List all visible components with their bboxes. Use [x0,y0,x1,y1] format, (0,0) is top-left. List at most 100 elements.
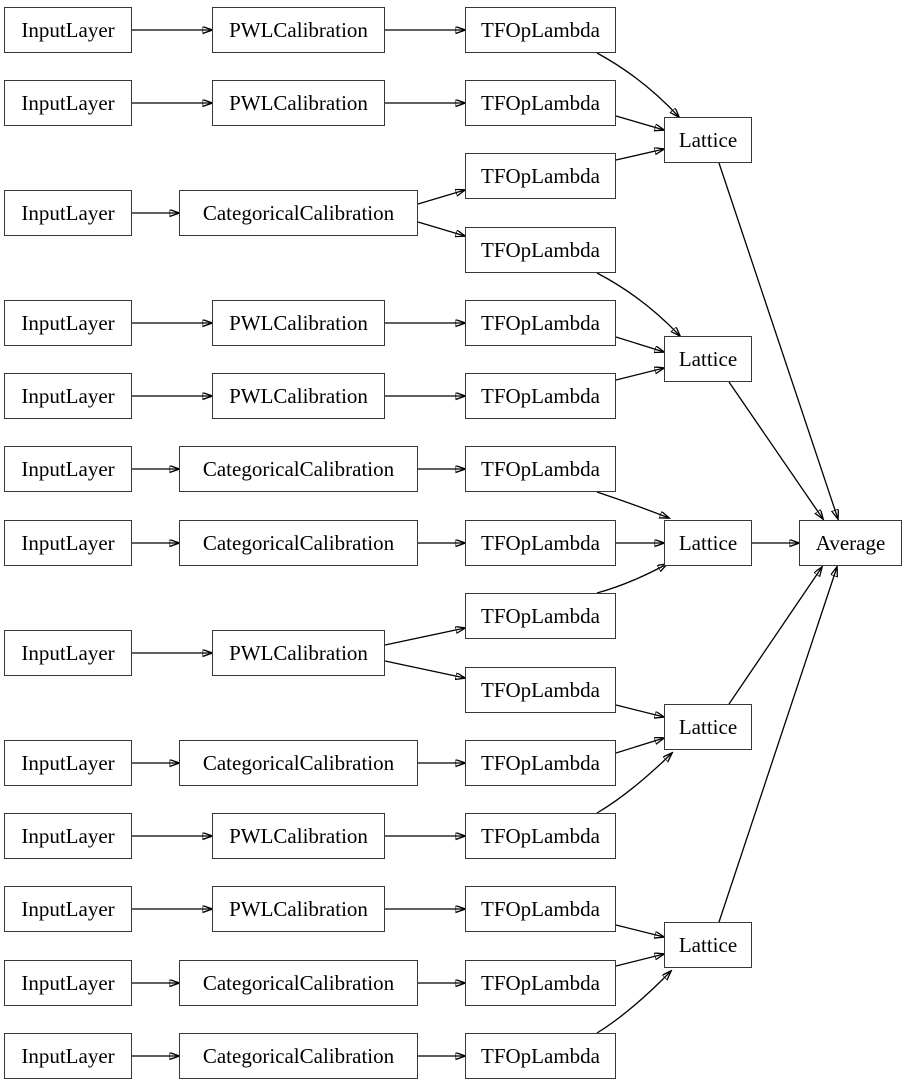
edge-cal-3-tfop-4 [417,221,465,236]
node-tfop-4: TFOpLambda [465,227,616,273]
node-input-11: InputLayer [4,886,132,932]
node-label: PWLCalibration [229,823,368,848]
node-tfop-1: TFOpLambda [465,7,616,53]
node-label: TFOpLambda [481,1043,600,1068]
node-input-10: InputLayer [4,813,132,859]
node-input-12: InputLayer [4,960,132,1006]
node-label: InputLayer [21,200,115,225]
node-input-1: InputLayer [4,7,132,53]
node-label: CategoricalCalibration [202,530,395,555]
node-input-8: InputLayer [4,630,132,676]
node-label: Average [815,530,886,555]
edge-tfop-6-lattice-2 [615,368,664,381]
edge-lattice-4-average [728,567,822,705]
node-label: Lattice [678,346,738,371]
node-tfop-8: TFOpLambda [465,520,616,566]
node-tfop-9: TFOpLambda [465,593,616,639]
node-label: Lattice [678,127,738,152]
node-cal-4: PWLCalibration [212,300,385,346]
node-cal-9: CategoricalCalibration [179,740,418,786]
node-cal-3: CategoricalCalibration [179,190,418,236]
node-label: InputLayer [21,17,115,42]
node-label: CategoricalCalibration [202,750,395,775]
edge-tfop-13-lattice-5 [615,924,664,937]
node-cal-13: CategoricalCalibration [179,1033,418,1079]
node-cal-6: CategoricalCalibration [179,446,418,492]
node-tfop-14: TFOpLambda [465,960,616,1006]
node-label: PWLCalibration [229,896,368,921]
edge-cal-3-tfop-3 [417,190,465,205]
node-label: CategoricalCalibration [202,456,395,481]
node-input-13: InputLayer [4,1033,132,1079]
edge-lattice-5-average [718,567,837,923]
node-label: TFOpLambda [481,530,600,555]
node-label: InputLayer [21,310,115,335]
node-average: Average [799,520,902,566]
node-label: TFOpLambda [481,163,600,188]
node-tfop-11: TFOpLambda [465,740,616,786]
node-cal-7: CategoricalCalibration [179,520,418,566]
node-input-5: InputLayer [4,373,132,419]
node-lattice-2: Lattice [664,336,752,382]
node-input-4: InputLayer [4,300,132,346]
node-label: PWLCalibration [229,17,368,42]
node-cal-8: PWLCalibration [212,630,385,676]
edge-lattice-1-average [718,162,838,519]
node-label: InputLayer [21,1043,115,1068]
node-label: InputLayer [21,750,115,775]
node-cal-5: PWLCalibration [212,373,385,419]
node-input-3: InputLayer [4,190,132,236]
edge-tfop-5-lattice-2 [615,336,664,352]
node-label: TFOpLambda [481,310,600,335]
node-label: PWLCalibration [229,383,368,408]
node-lattice-5: Lattice [664,922,752,968]
edge-cal-8-tfop-10 [384,660,465,678]
node-lattice-3: Lattice [664,520,752,566]
node-tfop-12: TFOpLambda [465,813,616,859]
node-label: InputLayer [21,823,115,848]
node-label: TFOpLambda [481,383,600,408]
node-input-7: InputLayer [4,520,132,566]
node-label: TFOpLambda [481,237,600,262]
edge-tfop-10-lattice-4 [615,704,664,717]
node-tfop-2: TFOpLambda [465,80,616,126]
node-tfop-3: TFOpLambda [465,153,616,199]
node-label: TFOpLambda [481,750,600,775]
edge-tfop-12-lattice-4 [596,753,672,814]
node-label: TFOpLambda [481,677,600,702]
node-label: InputLayer [21,383,115,408]
node-label: TFOpLambda [481,456,600,481]
node-label: Lattice [678,714,738,739]
edge-tfop-14-lattice-5 [615,954,664,967]
node-label: CategoricalCalibration [202,970,395,995]
node-label: TFOpLambda [481,823,600,848]
edge-tfop-4-lattice-2 [596,272,680,336]
node-label: InputLayer [21,456,115,481]
node-label: Lattice [678,932,738,957]
node-label: Lattice [678,530,738,555]
node-input-6: InputLayer [4,446,132,492]
node-input-9: InputLayer [4,740,132,786]
node-label: TFOpLambda [481,603,600,628]
node-cal-10: PWLCalibration [212,813,385,859]
node-label: TFOpLambda [481,17,600,42]
node-label: InputLayer [21,90,115,115]
node-label: InputLayer [21,530,115,555]
node-label: CategoricalCalibration [202,1043,395,1068]
edge-tfop-11-lattice-4 [615,738,664,754]
edge-tfop-3-lattice-1 [615,149,664,161]
edge-lattice-2-average [728,381,823,519]
node-label: InputLayer [21,640,115,665]
node-cal-12: CategoricalCalibration [179,960,418,1006]
node-cal-1: PWLCalibration [212,7,385,53]
node-tfop-7: TFOpLambda [465,446,616,492]
node-input-2: InputLayer [4,80,132,126]
node-tfop-13: TFOpLambda [465,886,616,932]
node-lattice-4: Lattice [664,704,752,750]
edge-tfop-7-lattice-3 [596,491,669,518]
edge-tfop-9-lattice-3 [596,564,667,594]
node-label: PWLCalibration [229,640,368,665]
edge-tfop-15-lattice-5 [596,971,671,1034]
